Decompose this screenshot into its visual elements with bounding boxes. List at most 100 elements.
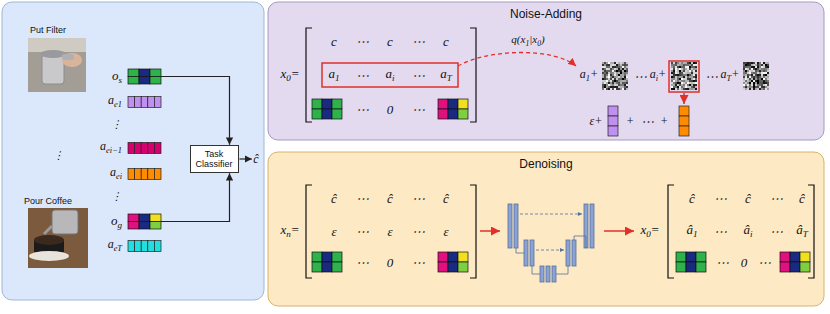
bar-cell: [679, 106, 689, 116]
text-part: +: [658, 67, 666, 81]
noise-pixel: [626, 74, 628, 76]
noise-pixel: [679, 70, 681, 72]
text-part: ĉ: [387, 191, 393, 206]
noise-pixel: [745, 68, 747, 70]
noise-pixel: [689, 70, 691, 72]
noise-pixel: [618, 82, 620, 84]
noise-pixel: [753, 66, 755, 68]
bar-cell: [608, 126, 618, 136]
noise-pixel: [763, 88, 765, 90]
noise-pixel: [693, 62, 695, 64]
noise-pixel: [753, 78, 755, 80]
noise-pixel: [687, 64, 689, 66]
noise-pixel: [753, 70, 755, 72]
noise-pixel: [747, 86, 749, 88]
noise-pixel: [608, 72, 610, 74]
math-symbol: âi: [743, 223, 752, 239]
noise-pixel: [695, 88, 697, 90]
noise-pixel: [755, 80, 757, 82]
unet-link: [556, 266, 568, 274]
noise-pixel: [681, 84, 683, 86]
noise-pixel: [767, 84, 769, 86]
noise-pixel: [602, 78, 604, 80]
math-symbol: ⋯: [705, 70, 718, 83]
noise-pixel: [687, 66, 689, 68]
noise-pixel: [683, 70, 685, 72]
noise-pixel: [608, 68, 610, 70]
math-symbol: ĉ: [253, 153, 258, 165]
text-part: 0: [387, 102, 394, 117]
panel-title: Noise-Adding: [510, 8, 582, 21]
noise-pixel: [693, 64, 695, 66]
noise-pixel: [606, 72, 608, 74]
text-part: ⋯: [356, 102, 369, 117]
noise-pixel: [743, 72, 745, 74]
noise-pixel: [743, 70, 745, 72]
subscript: i: [392, 73, 395, 83]
noise-pixel: [749, 86, 751, 88]
noise-pixel: [614, 62, 616, 64]
noise-pixel: [745, 64, 747, 66]
noise-pixel: [608, 66, 610, 68]
noise-pixel: [624, 80, 626, 82]
icon-cell: [312, 262, 322, 272]
noise-pixel: [683, 74, 685, 76]
noise-pixel: [610, 74, 612, 76]
noise-pixel: [673, 76, 675, 78]
connector-arrow: [161, 173, 230, 221]
noise-pixel: [612, 70, 614, 72]
noise-pixel: [689, 64, 691, 66]
text-part: ⋯: [714, 224, 727, 239]
math-symbol: ai: [385, 67, 394, 83]
text-part: ⋯: [412, 68, 425, 83]
noise-pixel: [763, 70, 765, 72]
noise-pixel: [745, 86, 747, 88]
noise-pixel: [751, 64, 753, 66]
noise-pixel: [608, 78, 610, 80]
noise-pixel: [681, 80, 683, 82]
noise-pixel: [763, 74, 765, 76]
noise-pixel: [757, 66, 759, 68]
text-part: ⋯: [356, 68, 369, 83]
noise-pixel: [610, 64, 612, 66]
noise-pixel: [691, 84, 693, 86]
noise-pixel: [683, 66, 685, 68]
math-symbol: ⋯: [770, 192, 783, 205]
noise-pixel: [761, 84, 763, 86]
icon-cell: [676, 262, 686, 272]
noise-pixel: [691, 80, 693, 82]
unet-layer: [514, 204, 518, 248]
noise-pixel: [685, 66, 687, 68]
noise-pixel: [604, 88, 606, 90]
noise-pixel: [745, 76, 747, 78]
noise-pixel: [624, 88, 626, 90]
bar-cell: [608, 116, 618, 126]
subscript: 1: [335, 73, 340, 83]
noise-pixel: [606, 84, 608, 86]
noise-pixel: [683, 76, 685, 78]
math-symbol: ⋯: [356, 225, 369, 238]
embedding-bar: [679, 106, 689, 136]
noise-pixel: [614, 74, 616, 76]
noise-pixel: [765, 84, 767, 86]
step-caption: Put Filter: [30, 26, 66, 35]
noise-pixel: [683, 72, 685, 74]
unet-link: [574, 236, 586, 248]
noise-pixel: [765, 62, 767, 64]
noise-pixel: [757, 68, 759, 70]
noise-pixel: [753, 74, 755, 76]
noise-pixel: [602, 66, 604, 68]
noise-pixel: [624, 86, 626, 88]
spout: [44, 226, 52, 234]
noise-pixel: [622, 62, 624, 64]
math-symbol: aei−1: [100, 140, 122, 155]
observation-icon: [438, 99, 468, 119]
noise-pixel: [675, 66, 677, 68]
noise-pixel: [767, 78, 769, 80]
embedding-bar: [128, 241, 161, 252]
noise-pixel: [624, 76, 626, 78]
unet-link: [516, 248, 524, 253]
noise-pixel: [695, 74, 697, 76]
noise-pixel: [681, 86, 683, 88]
